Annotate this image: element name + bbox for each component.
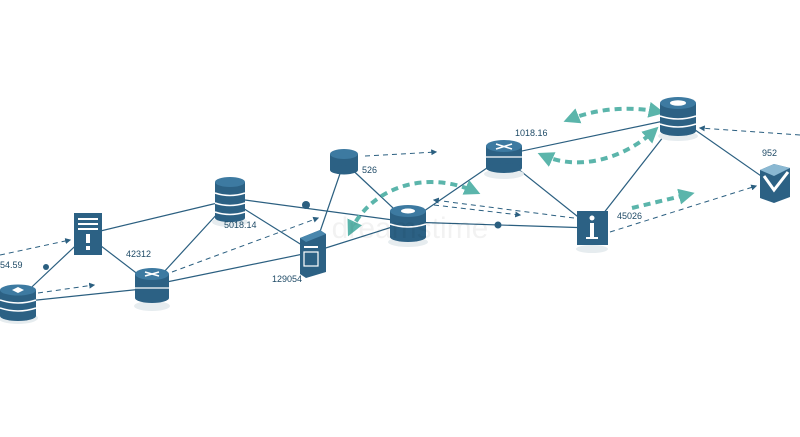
teal-flow-arrow <box>631 188 695 210</box>
teal-flow-arrow <box>563 101 665 124</box>
label-gateway-right: 952 <box>762 148 778 158</box>
junction-dots <box>43 201 502 270</box>
label-info-node: 45026 <box>617 211 643 221</box>
label-router-top: 1018.16 <box>515 128 548 138</box>
link-router-left-tower <box>151 251 314 286</box>
database-icon[interactable] <box>388 205 428 247</box>
alert-document-icon[interactable] <box>74 213 102 255</box>
label-tower: 129054 <box>272 274 303 284</box>
tower-server-icon[interactable] <box>300 230 326 278</box>
link-db-left-router-left <box>17 287 153 303</box>
flow-arrow <box>171 216 320 273</box>
database-icon[interactable] <box>658 97 698 141</box>
junction-dot <box>302 201 310 209</box>
flow-arrow <box>433 204 522 218</box>
database-icon[interactable] <box>0 284 38 325</box>
flow-arrow <box>364 149 438 157</box>
server-rack-icon[interactable] <box>212 177 248 227</box>
junction-dot <box>494 221 502 229</box>
flow-arrow <box>609 184 758 233</box>
label-server-a: 42312 <box>126 249 152 259</box>
label-database-top: 5018.14 <box>224 220 257 230</box>
router-icon[interactable] <box>134 268 170 311</box>
label-far-left: 54.59 <box>0 260 23 270</box>
flow-arrow <box>0 238 72 256</box>
flow-arrow <box>37 282 96 294</box>
database-icon[interactable] <box>330 149 358 175</box>
router-icon[interactable] <box>484 140 524 179</box>
link-alert-db-stack <box>87 199 231 235</box>
info-icon[interactable] <box>576 211 608 253</box>
flow-arrow <box>698 125 800 136</box>
watermark: dreamstime <box>332 212 489 245</box>
accent-arrows <box>347 101 695 237</box>
teal-flow-arrow <box>537 126 659 167</box>
gateway-icon[interactable] <box>760 164 790 203</box>
junction-dot <box>43 264 49 270</box>
label-small-db: 526 <box>362 165 378 175</box>
teal-flow-arrow <box>347 180 481 237</box>
